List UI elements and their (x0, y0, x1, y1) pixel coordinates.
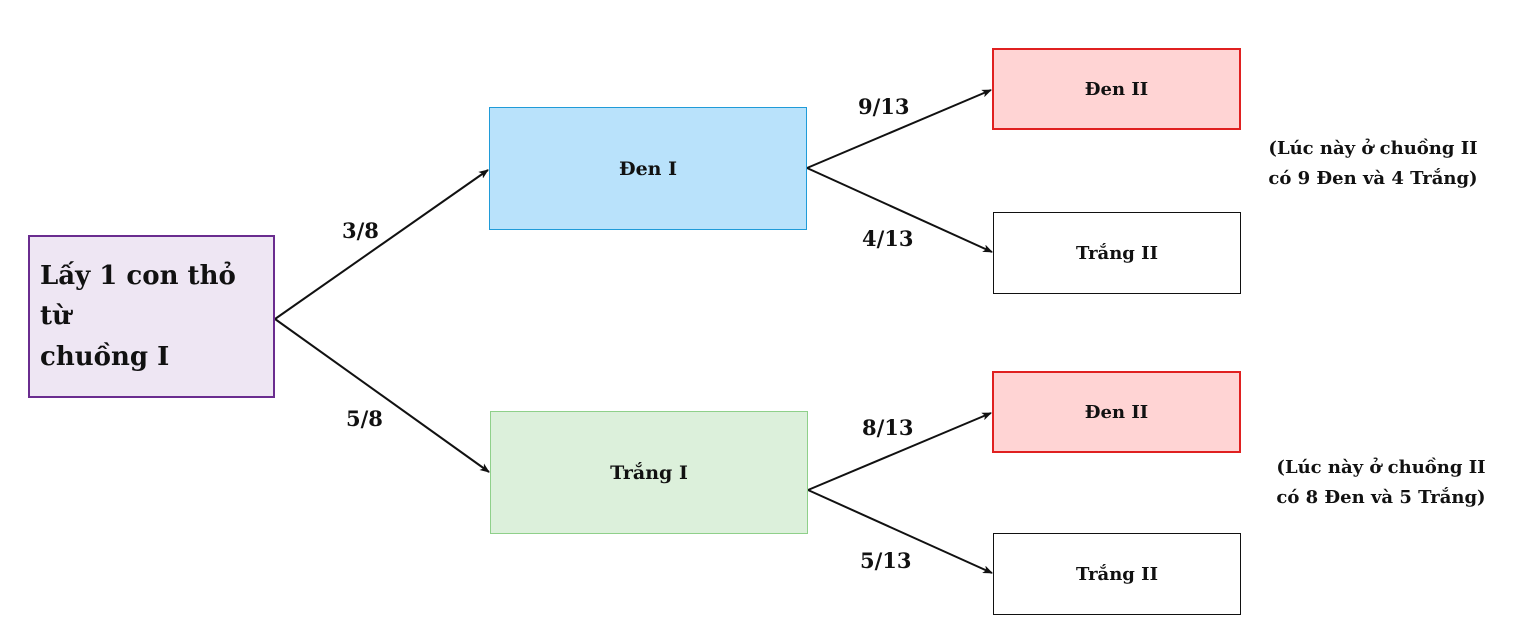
note-after-trang-i-line-2: có 8 Đen và 5 Trắng) (1276, 487, 1486, 508)
edge-root-den-i (274, 169, 489, 320)
edge-trang-i-den-ii (807, 412, 992, 491)
edge-root-trang-i (274, 318, 490, 473)
note-after-trang-i-line-1: (Lúc này ở chuồng II (1276, 457, 1486, 478)
root-node-line-1: Lấy 1 con thỏ từ (40, 261, 236, 332)
node-den-i-label: Đen I (618, 157, 677, 180)
prob-den-i-den-ii: 9/13 (858, 94, 910, 119)
note-after-den-i-line-2: có 9 Đen và 4 Trắng) (1268, 168, 1478, 189)
node-trang-i-den-ii-label: Đen II (1084, 401, 1149, 423)
note-after-trang-i: (Lúc này ở chuồng II có 8 Đen và 5 Trắng… (1270, 453, 1492, 513)
node-trang-i: Trắng I (490, 411, 808, 534)
node-den-i-den-ii-label: Đen II (1084, 78, 1149, 100)
node-trang-i-den-ii: Đen II (992, 371, 1241, 453)
node-den-i-den-ii: Đen II (992, 48, 1241, 130)
root-node-line-2: chuồng I (40, 341, 170, 372)
prob-root-trang-i: 5/8 (346, 406, 383, 431)
prob-den-i-trang-ii: 4/13 (862, 226, 914, 251)
note-after-den-i-line-1: (Lúc này ở chuồng II (1268, 138, 1478, 159)
node-den-i-trang-ii-label: Trắng II (1075, 242, 1158, 264)
node-trang-i-label: Trắng I (610, 461, 688, 484)
root-node: Lấy 1 con thỏ từ chuồng I (28, 235, 275, 398)
prob-trang-i-den-ii: 8/13 (862, 415, 914, 440)
node-den-i: Đen I (489, 107, 807, 230)
prob-root-den-i: 3/8 (342, 218, 379, 243)
edge-den-i-den-ii (806, 89, 992, 169)
prob-trang-i-trang-ii: 5/13 (860, 548, 912, 573)
node-trang-i-trang-ii-label: Trắng II (1075, 563, 1158, 585)
node-trang-i-trang-ii: Trắng II (993, 533, 1241, 615)
edge-den-i-trang-ii (806, 167, 993, 253)
edge-trang-i-trang-ii (807, 489, 993, 574)
node-den-i-trang-ii: Trắng II (993, 212, 1241, 294)
note-after-den-i: (Lúc này ở chuồng II có 9 Đen và 4 Trắng… (1262, 134, 1484, 194)
